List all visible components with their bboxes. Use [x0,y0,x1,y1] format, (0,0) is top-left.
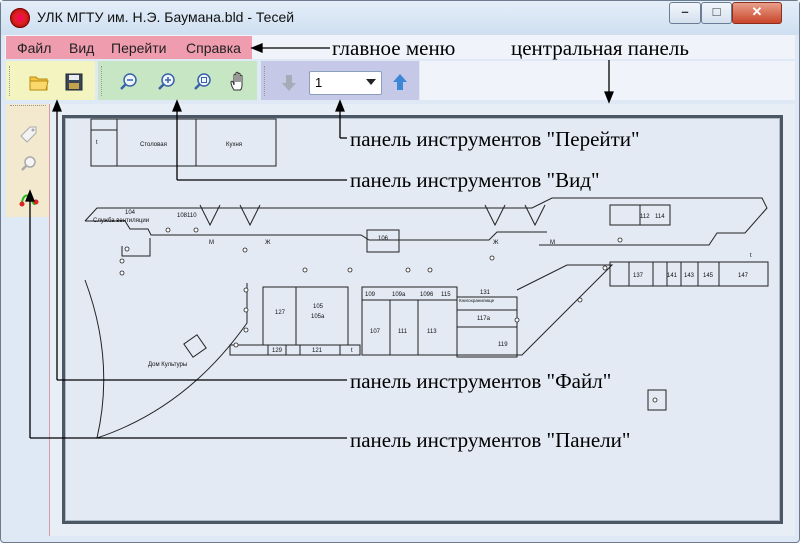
annotation-view-toolbar: панель инструментов "Вид" [350,168,600,192]
app-logo-icon [10,8,30,28]
annotation-main-menu: главное меню [332,36,456,60]
plan-label-117a: 117а [477,316,491,322]
side-separator [49,104,50,536]
floor-select[interactable]: 1 [309,71,382,95]
minimize-button[interactable]: – [669,2,701,24]
annotation-go-toolbar: панель инструментов "Перейти" [350,127,640,151]
arrow-down-icon[interactable] [277,71,301,95]
plan-label-127: 127 [275,310,286,316]
plan-label-m-left: М [209,240,214,246]
right-rooms-block [609,261,769,287]
node-markers [119,227,658,403]
annotation-central-panel: центральная панель [511,36,689,60]
floor-plan-canvas[interactable] [62,115,783,524]
plan-label-137: 137 [633,273,644,279]
plan-label-141: 141 [667,273,678,279]
floor-value: 1 [315,75,323,90]
hand-pan-icon[interactable] [227,70,251,94]
annotation-file-toolbar: панель инструментов "Файл" [350,369,612,393]
plan-label-119: 119 [498,342,508,348]
main-building-outline [84,197,768,246]
go-toolbar-grip[interactable] [264,66,267,96]
menu-view[interactable]: Вид [69,40,95,56]
plan-label-ventilation: Служба вентиляции [93,218,149,224]
tag-icon[interactable] [17,120,41,144]
window-title: УЛК МГТУ им. Н.Э. Баумана.bld - Тесей [37,9,295,25]
plan-label-109: 109 [365,292,376,298]
plan-label-108: 108 [177,213,188,219]
close-button[interactable]: ✕ [732,2,782,24]
plan-label-145: 145 [703,273,714,279]
plan-label-112: 112 [640,214,650,220]
plan-label-129: 129 [272,348,283,354]
annotation-panels-toolbar: панель инструментов "Панели" [350,428,631,452]
maximize-button[interactable]: □ [701,2,732,24]
room-127-105-block [262,286,349,346]
title-bar [1,1,799,35]
plan-label-stair-1: t [96,140,98,146]
plan-label-113: 113 [427,329,437,335]
main-menu-highlight [6,36,252,59]
menu-help[interactable]: Справка [186,40,241,56]
plan-label-105: 105 [313,304,324,310]
culture-house-outline [84,279,248,439]
plan-label-147: 147 [738,273,749,279]
plan-label-kitchen: Кухня [226,142,242,148]
plan-label-m-right: М [550,240,555,246]
plan-label-zh-left: Ж [265,240,271,246]
plan-label-dining: Столовая [140,142,167,148]
zoom-fit-icon[interactable] [191,70,215,94]
route-icon[interactable] [17,186,41,210]
zoom-in-icon[interactable] [155,70,179,94]
panels-toolbar-grip[interactable] [10,105,46,107]
plan-label-106: 106 [378,236,389,242]
zoom-out-icon[interactable] [117,70,141,94]
menu-go[interactable]: Перейти [111,40,167,56]
search-icon[interactable] [17,152,41,176]
plan-label-stair-3: t [750,253,752,259]
plan-label-131: 131 [480,290,491,296]
plan-label-stair-2: t [351,348,353,354]
plan-label-104: 104 [125,210,136,216]
annotation-arrows [25,43,614,439]
plan-label-105a: 105а [311,314,325,320]
plan-label-zh-right: Ж [493,240,499,246]
menu-file[interactable]: Файл [17,40,52,56]
plan-label-107: 107 [370,329,381,335]
plan-label-121: 121 [312,348,323,354]
file-toolbar-grip[interactable] [9,66,12,96]
floppy-save-icon[interactable] [62,70,86,94]
view-toolbar-grip[interactable] [101,66,104,96]
arrow-up-icon[interactable] [388,70,412,94]
plan-label-culture-house: Дом Культуры [148,362,187,368]
plan-label-110: 110 [187,213,197,219]
plan-label-bookstore: Книгохранилище [459,298,495,303]
plan-label-111: 111 [398,329,408,335]
dining-block [90,118,277,167]
folder-open-icon[interactable] [27,70,51,94]
plan-label-1096: 1096 [420,292,434,298]
plan-label-109a: 109а [392,292,406,298]
plan-label-115: 115 [441,292,451,298]
plan-label-114: 114 [655,214,665,220]
chevron-down-icon[interactable] [366,79,376,85]
plan-label-143: 143 [684,273,695,279]
